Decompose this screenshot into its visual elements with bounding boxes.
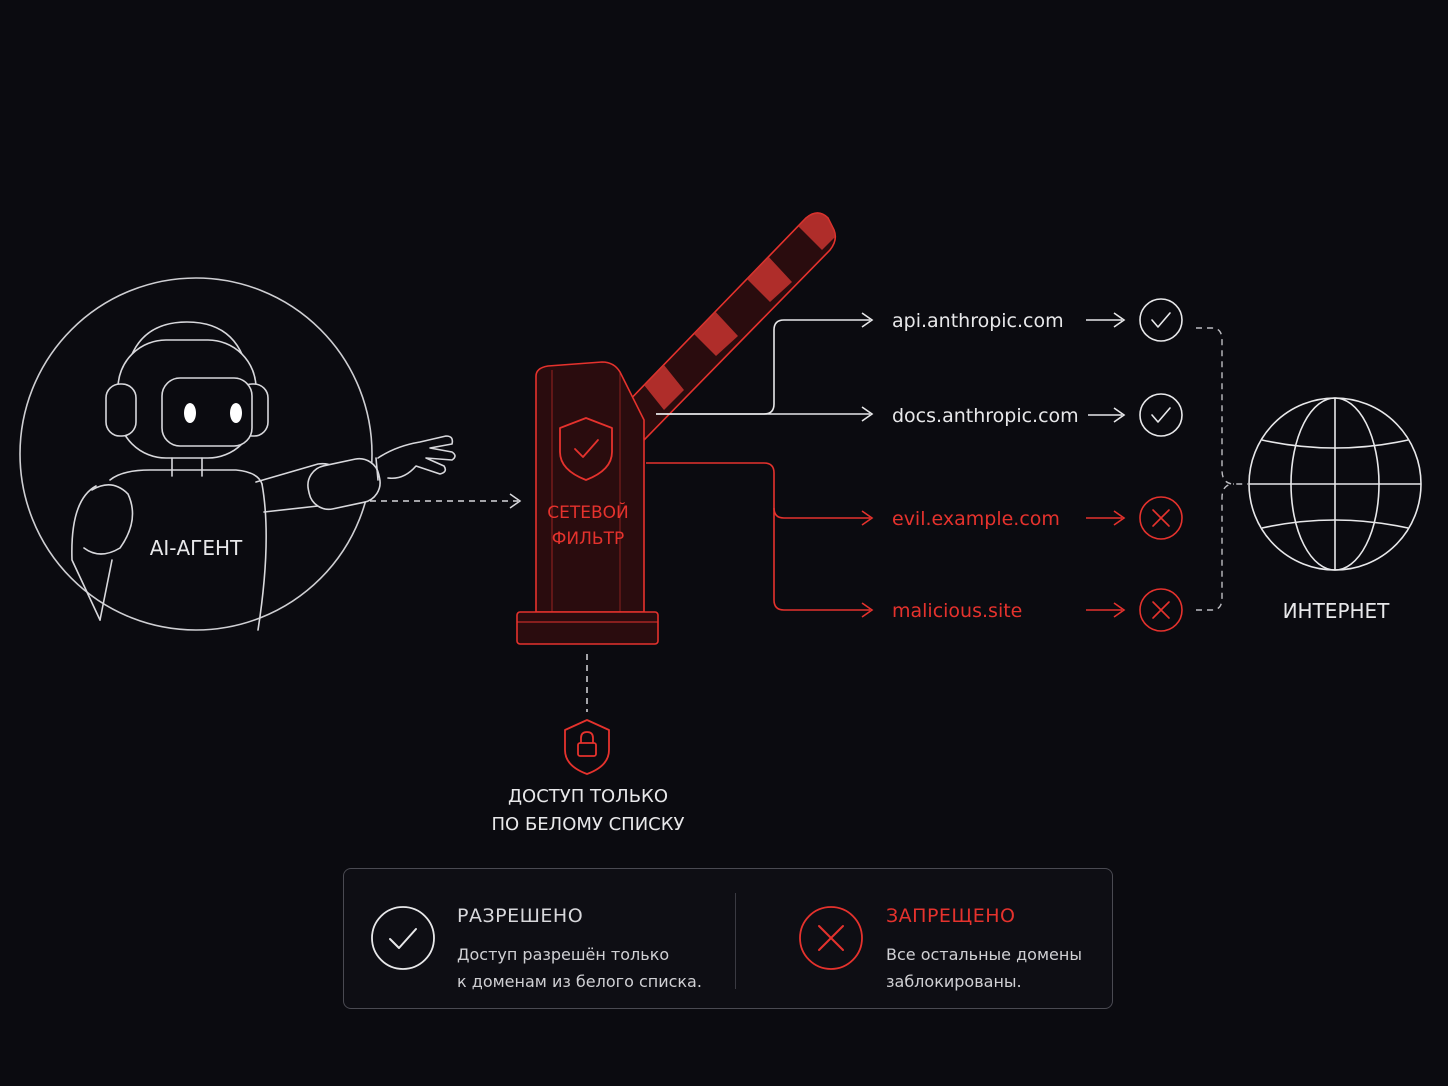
filter-label-line2: ФИЛЬТР	[552, 529, 624, 549]
shield-check-icon	[559, 417, 613, 481]
domain-row-docs: docs.anthropic.com	[892, 393, 1183, 437]
legend-denied-text: Все остальные домены заблокированы.	[886, 941, 1082, 995]
domain-row-evil: evil.example.com	[892, 496, 1183, 540]
robot-eye-left	[184, 403, 196, 423]
legend-box: РАЗРЕШЕНО Доступ разрешён только к домен…	[343, 868, 1113, 1009]
domain-row-api: api.anthropic.com	[892, 298, 1183, 342]
globe-icon	[1248, 397, 1422, 571]
domain-name: api.anthropic.com	[892, 310, 1064, 332]
domain-name: docs.anthropic.com	[892, 405, 1079, 427]
barrier-arm	[618, 212, 837, 442]
cross-circle-icon	[1139, 588, 1183, 632]
filter-label-line1: СЕТЕВОЙ	[547, 501, 629, 523]
legend-denied: ЗАПРЕЩЕНО Все остальные домены заблокиро…	[736, 869, 1114, 1008]
legend-divider	[735, 893, 736, 989]
legend-denied-line2: заблокированы.	[886, 972, 1022, 991]
blocked-routes	[646, 462, 874, 618]
cross-circle-icon	[799, 906, 863, 970]
legend-allowed-line1: Доступ разрешён только	[457, 945, 670, 964]
robot-icon	[71, 321, 456, 631]
domain-row-malicious: malicious.site	[892, 588, 1183, 632]
agent-circle	[19, 277, 373, 631]
legend-allowed-text: Доступ разрешён только к доменам из бело…	[457, 941, 702, 995]
domain-name: malicious.site	[892, 600, 1022, 622]
check-circle-icon	[1139, 393, 1183, 437]
domain-name: evil.example.com	[892, 508, 1060, 530]
arrow-icon	[1088, 407, 1126, 423]
agent-group: AI-АГЕНТ	[19, 277, 456, 631]
cross-circle-icon	[1139, 496, 1183, 540]
allowed-routes	[656, 312, 874, 422]
check-circle-icon	[1139, 298, 1183, 342]
legend-denied-line1: Все остальные домены	[886, 945, 1082, 964]
arrow-icon	[1086, 510, 1126, 526]
agent-to-filter-arrow	[370, 493, 522, 509]
whitelist-label-line2: ПО БЕЛОМУ СПИСКУ	[492, 814, 685, 835]
legend-allowed: РАЗРЕШЕНО Доступ разрешён только к домен…	[344, 869, 734, 1008]
internet-label: ИНТЕРНЕТ	[1283, 599, 1391, 623]
agent-label: AI-АГЕНТ	[150, 536, 243, 560]
legend-allowed-title: РАЗРЕШЕНО	[457, 905, 584, 927]
barrier-post	[535, 361, 645, 613]
shield-lock-icon	[564, 719, 610, 775]
check-circle-icon	[371, 906, 435, 970]
barrier-base	[516, 611, 659, 645]
robot-eye-right	[230, 403, 242, 423]
barrier-gate-icon: СЕТЕВОЙ ФИЛЬТР	[516, 212, 837, 645]
internet-bracket	[1196, 327, 1248, 611]
whitelist-label-line1: ДОСТУП ТОЛЬКО	[508, 786, 668, 807]
legend-allowed-line2: к доменам из белого списка.	[457, 972, 702, 991]
arrow-icon	[1086, 312, 1126, 328]
legend-denied-title: ЗАПРЕЩЕНО	[886, 905, 1016, 927]
arrow-icon	[1086, 602, 1126, 618]
